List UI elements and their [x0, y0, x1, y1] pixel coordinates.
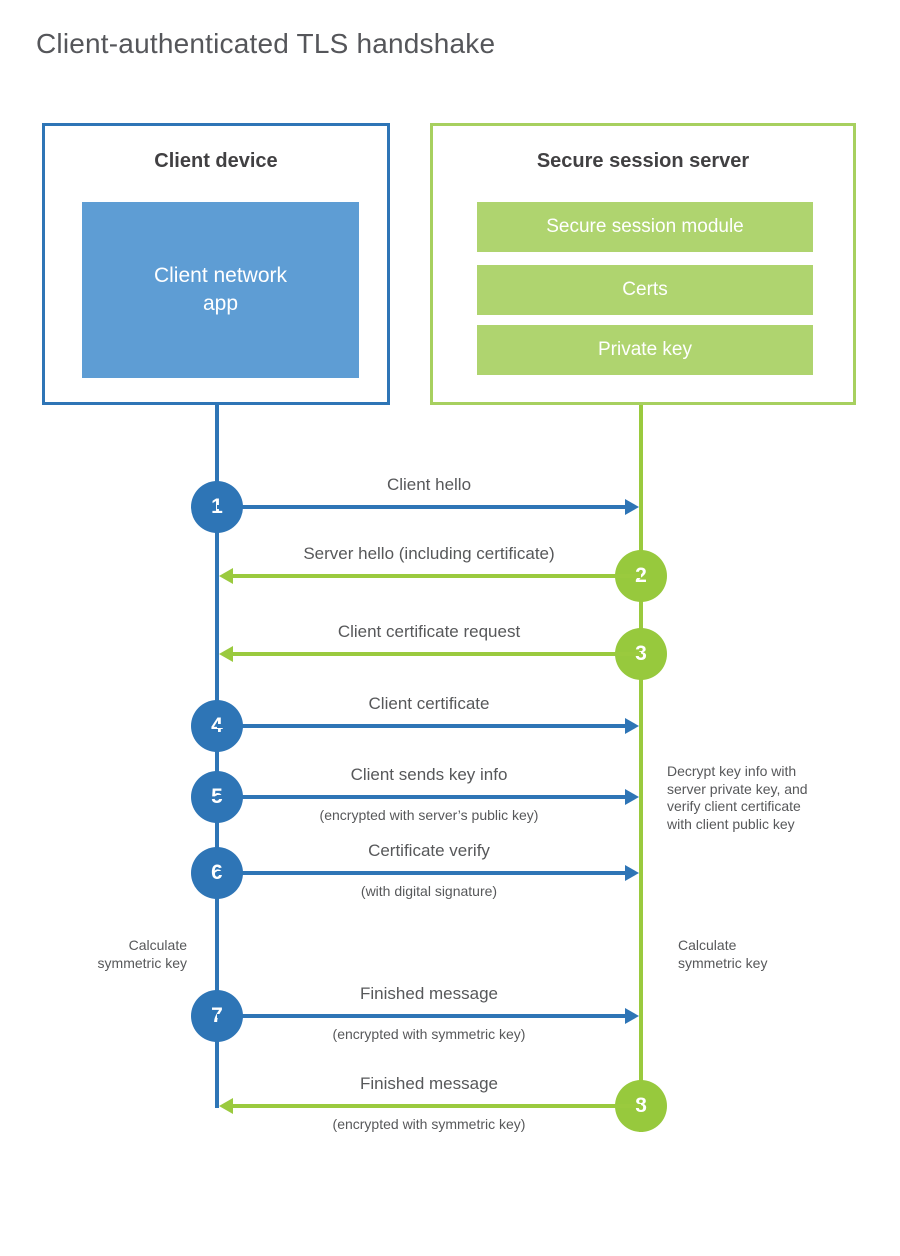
message-sublabel: (with digital signature) — [360, 883, 498, 899]
message-arrow — [217, 1014, 625, 1018]
message-label: Client sends key info — [350, 765, 508, 784]
arrowhead-right-icon — [625, 789, 639, 805]
message-label: Certificate verify — [368, 841, 490, 860]
client-device-box: Client device Client network app — [42, 123, 390, 405]
calculate-symmetric-key-note-server: Calculate symmetric key — [678, 937, 768, 971]
arrowhead-right-icon — [625, 499, 639, 515]
arrowhead-right-icon — [625, 865, 639, 881]
message-sublabel: (encrypted with server’s public key) — [319, 807, 539, 823]
message-label: Client certificate request — [337, 622, 521, 641]
server-module-private-key: Private key — [477, 325, 813, 375]
message-label: Server hello (including certificate) — [303, 544, 555, 563]
server-lifeline — [639, 405, 643, 1132]
server-title: Secure session server — [536, 150, 750, 172]
message-label: Finished message — [360, 984, 498, 1003]
arrowhead-left-icon — [219, 568, 233, 584]
message-arrow — [233, 1104, 641, 1108]
message-label: Client hello — [386, 475, 472, 494]
message-arrow — [217, 795, 625, 799]
message-sublabel: (encrypted with symmetric key) — [332, 1116, 526, 1132]
message-sublabel: (encrypted with symmetric key) — [332, 1026, 526, 1042]
message-arrow — [217, 871, 625, 875]
message-arrow — [217, 505, 625, 509]
client-lifeline — [215, 404, 219, 1108]
calculate-symmetric-key-note-client: Calculate symmetric key — [97, 937, 187, 971]
decrypt-key-note: Decrypt key info with server private key… — [667, 763, 808, 832]
arrowhead-left-icon — [219, 646, 233, 662]
message-arrow — [233, 574, 641, 578]
message-arrow — [233, 652, 641, 656]
arrowhead-right-icon — [625, 1008, 639, 1024]
arrowhead-left-icon — [219, 1098, 233, 1114]
message-label: Finished message — [360, 1074, 498, 1093]
client-network-app-block: Client network app — [82, 202, 359, 378]
message-label: Client certificate — [368, 694, 490, 713]
step-number: 2 — [635, 564, 647, 587]
server-module-certs: Certs — [477, 265, 813, 315]
message-arrow — [217, 724, 625, 728]
step-number: 3 — [635, 642, 647, 665]
secure-session-server-box: Secure session server Secure session mod… — [430, 123, 856, 405]
client-device-title: Client device — [154, 150, 278, 172]
step-number: 8 — [635, 1094, 647, 1117]
arrowhead-right-icon — [625, 718, 639, 734]
server-module-secure-session: Secure session module — [477, 202, 813, 252]
page-title: Client-authenticated TLS handshake — [36, 28, 496, 59]
